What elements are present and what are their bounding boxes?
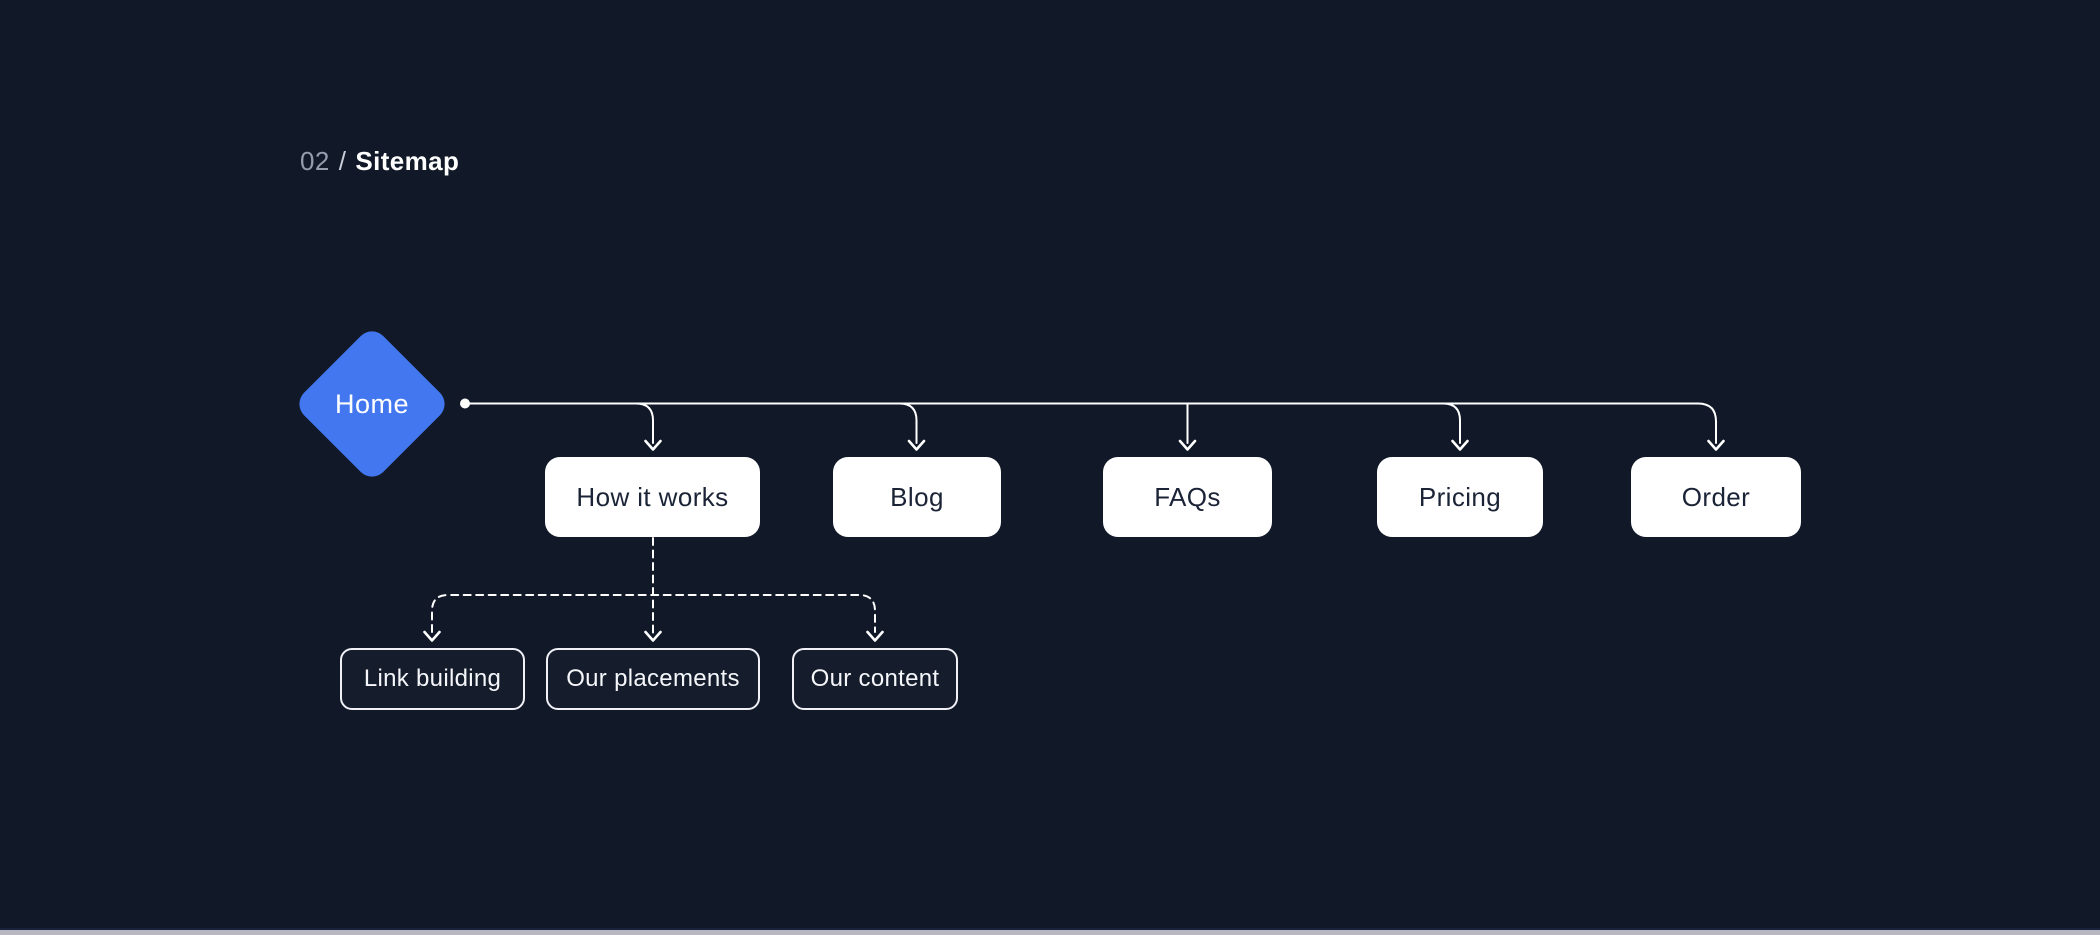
section-title: Sitemap (355, 146, 460, 176)
primary-node-faqs: FAQs (1103, 457, 1272, 537)
node-label: Our placements (566, 665, 740, 692)
arrow-down-icon (644, 630, 662, 642)
solid-arrowheads (644, 439, 1725, 451)
bottom-edge-strip (0, 930, 2100, 935)
dashed-arrowheads (423, 630, 884, 642)
node-label: Link building (363, 665, 502, 692)
section-separator: / (338, 146, 347, 176)
drop-how-it-works (635, 402, 654, 444)
secondary-node-our-placements: Our placements (546, 648, 760, 710)
section-heading: 02 / Sitemap (300, 146, 459, 177)
arrow-down-icon (1707, 439, 1725, 451)
primary-node-pricing: Pricing (1377, 457, 1543, 537)
main-rail-line (469, 402, 1717, 444)
node-label: How it works (576, 481, 729, 512)
primary-node-how-it-works: How it works (545, 457, 760, 537)
node-label: Pricing (1418, 481, 1502, 512)
arrow-down-icon (907, 439, 926, 451)
arrow-down-icon (1178, 439, 1197, 451)
node-label: Order (1681, 481, 1751, 512)
node-label: Our content (810, 665, 940, 692)
arrow-down-icon (644, 439, 662, 451)
bottom-edge-line (0, 928, 2100, 930)
arrow-down-icon (1451, 439, 1469, 451)
primary-node-blog: Blog (833, 457, 1001, 537)
root-node-home: Home (292, 324, 452, 484)
drop-blog (898, 402, 918, 444)
connector-origin-dot (460, 398, 470, 409)
secondary-node-our-content: Our content (792, 648, 958, 710)
dashed-branch-rail (431, 594, 876, 633)
section-number: 02 (300, 146, 330, 176)
arrow-down-icon (866, 630, 884, 642)
dashed-connectors (431, 537, 876, 635)
root-node-label: Home (334, 388, 410, 419)
node-label: Blog (890, 481, 944, 512)
primary-node-order: Order (1631, 457, 1801, 537)
drop-pricing (1442, 402, 1461, 444)
secondary-node-link-building: Link building (340, 648, 525, 710)
arrow-down-icon (423, 630, 441, 642)
solid-connectors (460, 398, 1717, 444)
node-label: FAQs (1154, 481, 1221, 512)
